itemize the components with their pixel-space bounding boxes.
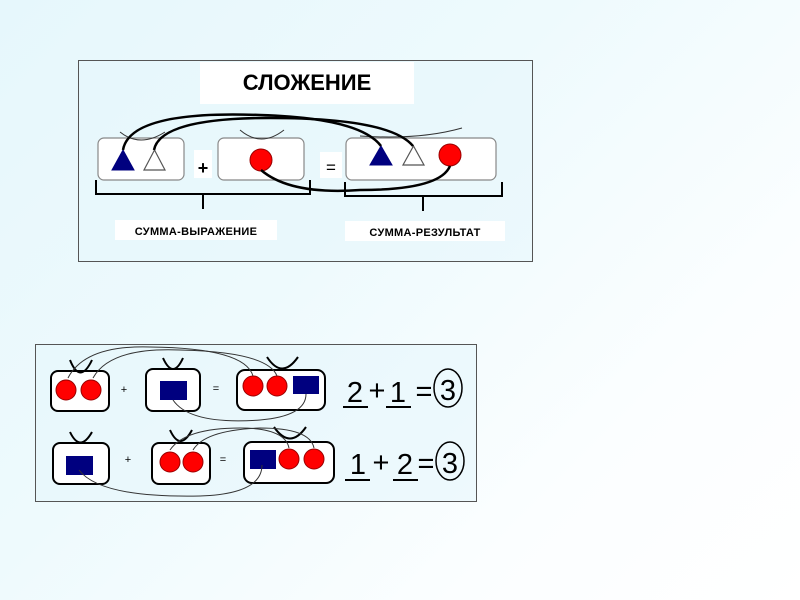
connector-line — [121, 113, 382, 151]
outline-triangle-icon — [143, 148, 166, 171]
operator-equals: = — [416, 376, 433, 408]
equals-sign: = — [326, 158, 336, 177]
equals-sign: = — [213, 383, 219, 395]
red-circle-icon — [249, 148, 273, 172]
group-arc — [273, 426, 307, 440]
plus-sign: + — [125, 454, 131, 466]
sum-value: 3 — [440, 375, 456, 407]
expression-label-background — [115, 220, 277, 240]
blue-rectangle-icon — [293, 376, 319, 394]
group-arc — [69, 359, 93, 374]
group-arc — [239, 129, 285, 140]
operator-equals: = — [418, 448, 435, 480]
result-brace — [344, 182, 503, 211]
addend-a: 2 — [347, 377, 363, 409]
red-circle-icon — [55, 379, 77, 401]
plus-sign: + — [198, 158, 209, 178]
group-arc — [266, 356, 299, 370]
connector-line — [169, 427, 290, 451]
expression-label: СУММА-ВЫРАЖЕНИЕ — [135, 226, 258, 238]
sum-circle — [433, 368, 463, 408]
red-circle-icon — [80, 379, 102, 401]
blue-rectangle-icon — [250, 450, 276, 469]
blue-rectangle-icon — [160, 381, 187, 400]
plus-sign: + — [121, 384, 127, 396]
red-circle-icon — [278, 448, 300, 470]
group-arc — [169, 429, 193, 442]
result-label: СУММА-РЕЗУЛЬТАТ — [369, 227, 480, 239]
equals-sign: = — [220, 454, 226, 466]
equals-background — [320, 152, 342, 178]
red-circle-icon — [266, 375, 288, 397]
equation-row-2: + = 1 + 2 = 3 — [52, 426, 465, 497]
operator-plus: + — [369, 375, 386, 407]
blue-rectangle-icon — [66, 456, 93, 475]
group-arc — [162, 357, 184, 370]
connector-line — [260, 165, 452, 193]
addend-b: 2 — [397, 449, 413, 481]
plus-background — [194, 150, 212, 178]
group-arc — [359, 127, 463, 138]
connector-line — [92, 349, 278, 379]
group-arc — [69, 431, 93, 444]
sum-circle — [435, 441, 465, 481]
filled-triangle-icon — [111, 148, 135, 171]
red-circle-icon — [159, 451, 181, 473]
filled-triangle-icon — [369, 145, 393, 166]
equation-row-1: + = 2 + 1 = 3 — [50, 346, 463, 422]
red-circle-icon — [182, 451, 204, 473]
group-arc — [119, 131, 166, 141]
sum-value: 3 — [442, 448, 458, 480]
connector-line — [67, 346, 254, 379]
expression-brace — [95, 180, 311, 209]
outline-triangle-icon — [401, 144, 426, 166]
red-circle-icon — [303, 448, 325, 470]
connector-line — [172, 393, 307, 422]
diagram-title: СЛОЖЕНИЕ — [243, 70, 372, 95]
red-circle-icon — [438, 143, 462, 167]
addend-a: 1 — [350, 449, 366, 481]
title-background — [200, 62, 414, 104]
result-label-background — [345, 221, 505, 241]
red-circle-icon — [242, 375, 264, 397]
connector-line — [192, 427, 315, 451]
top-group1-box — [97, 137, 185, 181]
addend-b: 1 — [390, 377, 406, 409]
operator-plus: + — [373, 447, 390, 479]
connector-line — [152, 116, 414, 151]
connector-line — [78, 464, 263, 497]
